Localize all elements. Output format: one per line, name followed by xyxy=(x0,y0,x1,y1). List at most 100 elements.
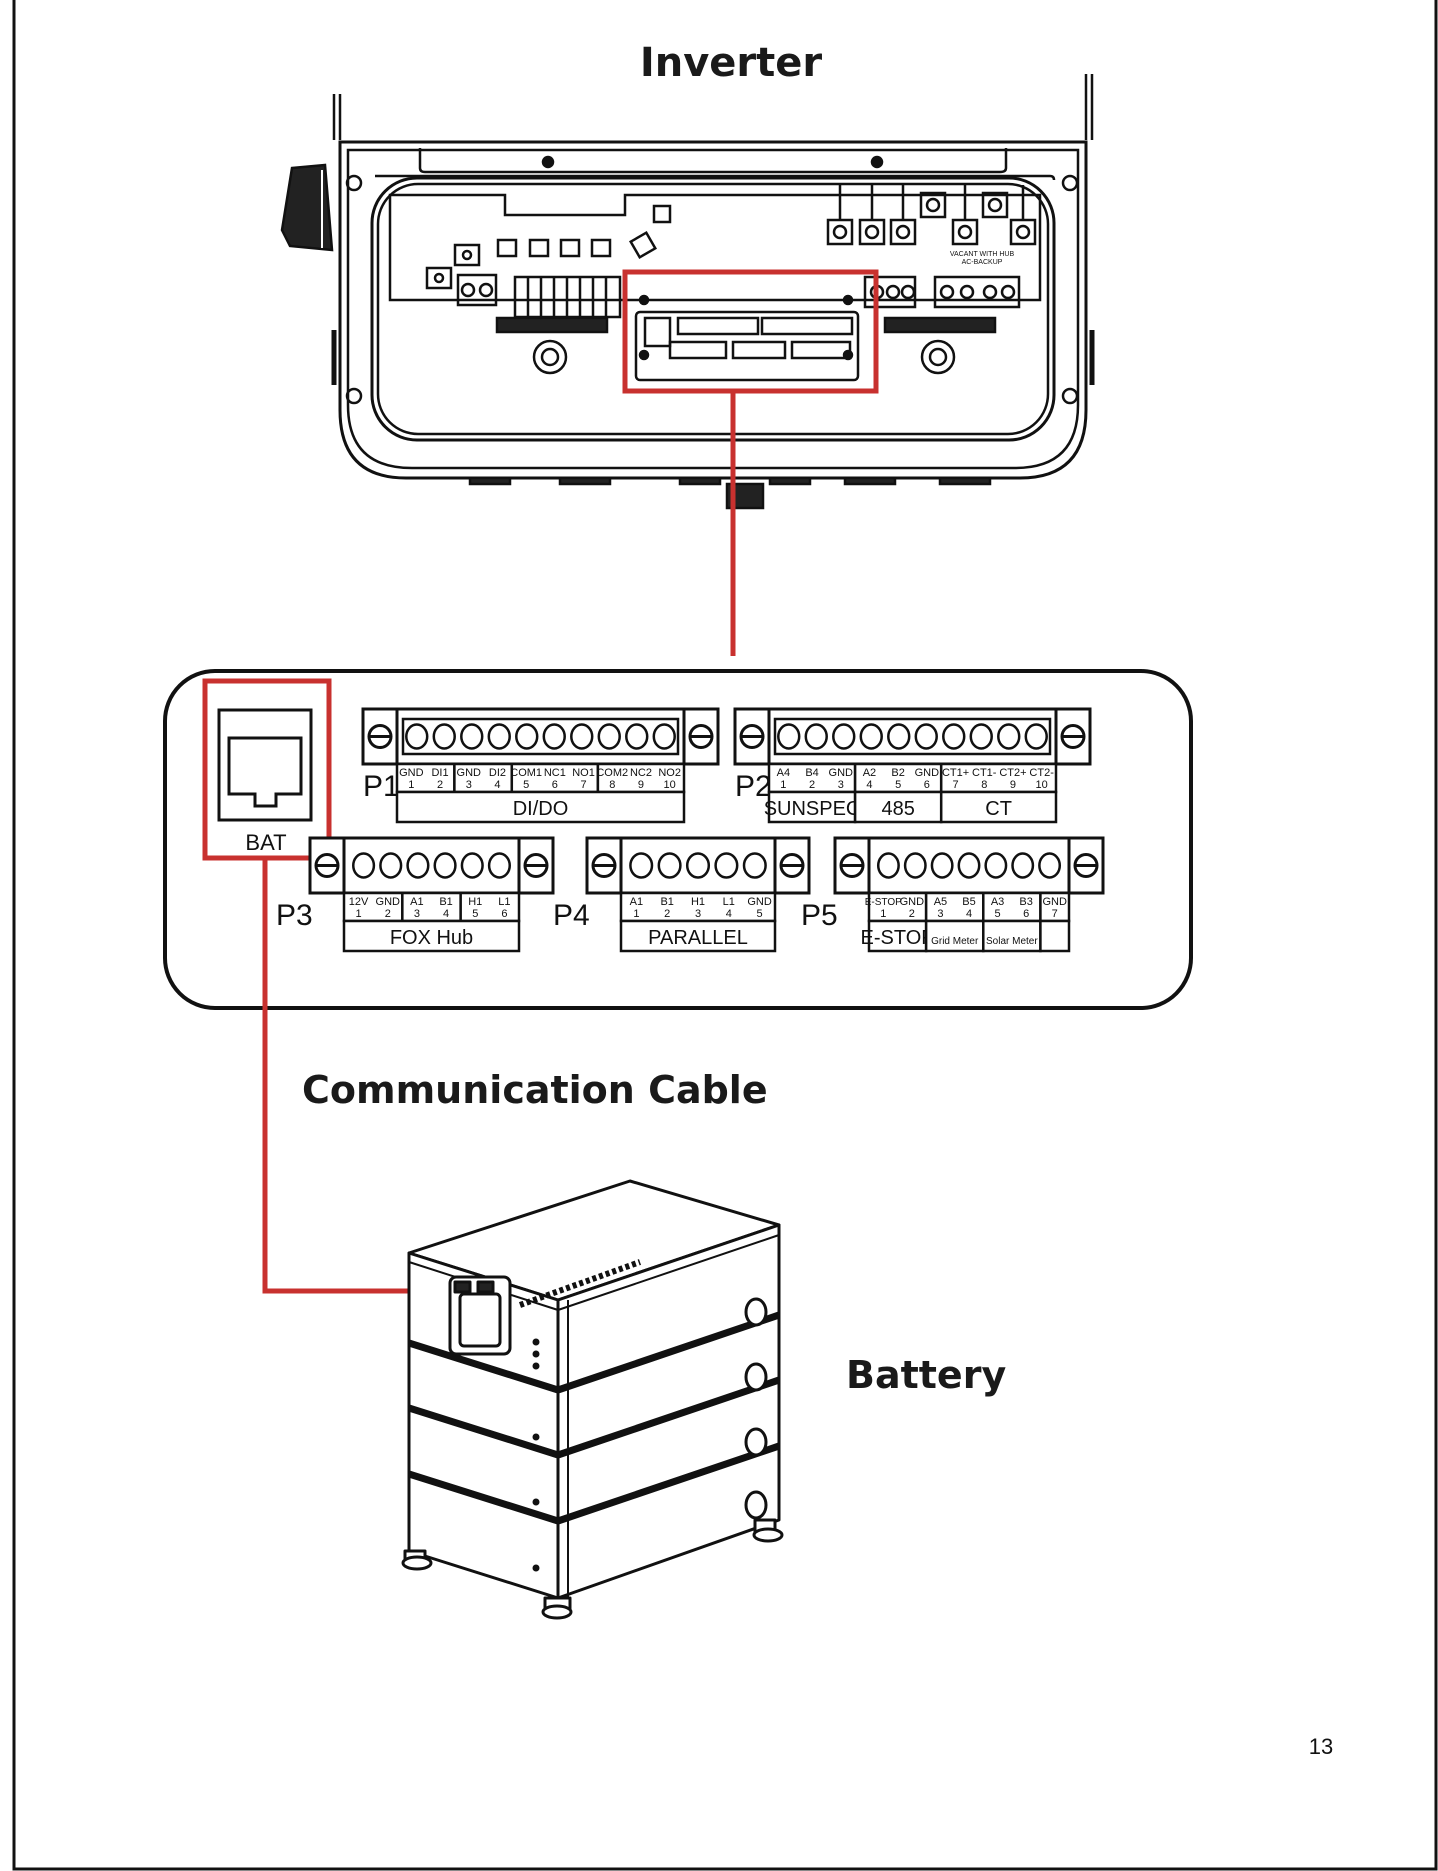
pin-name: GND xyxy=(457,767,482,779)
pin-name: CT1+ xyxy=(942,767,969,779)
terminal-pin[interactable] xyxy=(515,723,539,750)
pin-number: 6 xyxy=(924,779,930,791)
block-id-label: P3 xyxy=(276,899,313,932)
terminal-pin[interactable] xyxy=(859,723,883,750)
pin-name: B3 xyxy=(1019,896,1032,908)
cable-title: Communication Cable xyxy=(302,1068,768,1112)
terminal-pin[interactable] xyxy=(957,852,981,879)
group-label: DI/DO xyxy=(513,798,569,820)
pin-name: 12V xyxy=(349,896,369,908)
group-label: PARALLEL xyxy=(648,927,748,949)
pin-name: A5 xyxy=(934,896,947,908)
terminal-pin[interactable] xyxy=(570,723,594,750)
pin-name: L1 xyxy=(723,896,735,908)
inverter-illustration xyxy=(280,74,1095,510)
bat-port[interactable]: BAT xyxy=(217,708,313,855)
terminal-block-p2: P2SUNSPECA41B42GND3485A24B25GND6CTCT1+7C… xyxy=(733,707,1092,824)
pin-number: 6 xyxy=(1023,908,1029,920)
pin-number: 5 xyxy=(472,908,478,920)
terminal-pin[interactable] xyxy=(629,852,654,879)
pin-name: NC2 xyxy=(630,767,652,779)
pin-name: A1 xyxy=(410,896,423,908)
pin-name: GND xyxy=(915,767,940,779)
pin-number: 5 xyxy=(523,779,529,791)
terminal-pin[interactable] xyxy=(597,723,621,750)
terminal-pin[interactable] xyxy=(379,852,403,879)
terminal-pin[interactable] xyxy=(433,852,457,879)
terminal-pin[interactable] xyxy=(460,852,484,879)
terminal-pin[interactable] xyxy=(984,852,1008,879)
pin-number: 8 xyxy=(609,779,615,791)
terminal-pin[interactable] xyxy=(685,852,711,879)
block-id-label: P5 xyxy=(801,899,838,932)
terminal-pin[interactable] xyxy=(742,852,767,879)
terminal-pin[interactable] xyxy=(487,852,511,879)
pin-number: 4 xyxy=(866,779,872,791)
terminal-pin[interactable] xyxy=(969,723,993,750)
terminal-pin[interactable] xyxy=(432,723,456,750)
communication-cable xyxy=(262,858,471,1294)
pin-number: 10 xyxy=(664,779,676,791)
terminal-pin[interactable] xyxy=(1038,852,1062,879)
pin-number: 2 xyxy=(809,779,815,791)
terminal-pin[interactable] xyxy=(942,723,966,750)
pin-name: E-STOP xyxy=(865,897,902,908)
rj45-icon xyxy=(227,736,303,808)
pin-name: COM2 xyxy=(596,767,628,779)
pin-number: 3 xyxy=(838,779,844,791)
block-id-label: P1 xyxy=(363,770,400,803)
terminal-pin[interactable] xyxy=(903,852,927,879)
group-label: E-STOP xyxy=(861,927,935,949)
group-label: SUNSPEC xyxy=(764,798,861,820)
terminal-pin[interactable] xyxy=(997,723,1021,750)
terminal-pin[interactable] xyxy=(406,852,430,879)
terminal-pin[interactable] xyxy=(405,723,429,750)
terminal-pin[interactable] xyxy=(625,723,649,750)
terminal-pin[interactable] xyxy=(914,723,938,750)
terminal-block-p1: P1DI/DOGND1DI12GND3DI24COM15NC16NO17COM2… xyxy=(361,707,720,824)
battery-title: Battery xyxy=(846,1353,1006,1397)
group-label: Grid Meter xyxy=(931,936,979,947)
pin-name: CT1- xyxy=(972,767,997,779)
pin-number: 2 xyxy=(664,908,670,920)
terminal-pin[interactable] xyxy=(657,852,682,879)
pin-name: GND xyxy=(399,767,424,779)
terminal-pin[interactable] xyxy=(714,852,739,879)
terminal-pin[interactable] xyxy=(876,852,900,879)
pin-number: 5 xyxy=(895,779,901,791)
pin-name: DI1 xyxy=(431,767,448,779)
pin-number: 6 xyxy=(552,779,558,791)
terminal-pin[interactable] xyxy=(930,852,954,879)
page-number: 13 xyxy=(1309,1734,1333,1759)
pin-number: 1 xyxy=(780,779,786,791)
terminal-pin[interactable] xyxy=(1011,852,1035,879)
terminal-pin[interactable] xyxy=(887,723,911,750)
terminal-pin[interactable] xyxy=(832,723,856,750)
terminal-pin[interactable] xyxy=(487,723,511,750)
pin-number: 1 xyxy=(880,908,886,920)
group-label: Solar Meter xyxy=(986,936,1038,947)
pin-name: H1 xyxy=(468,896,482,908)
pin-name: NO2 xyxy=(658,767,681,779)
pin-number: 2 xyxy=(437,779,443,791)
terminal-pin[interactable] xyxy=(460,723,484,750)
group-label: CT xyxy=(985,798,1012,820)
terminal-pin[interactable] xyxy=(777,723,801,750)
pin-name: H1 xyxy=(691,896,705,908)
terminal-pin[interactable] xyxy=(352,852,376,879)
terminal-pin[interactable] xyxy=(804,723,828,750)
pin-number: 9 xyxy=(638,779,644,791)
pin-number: 4 xyxy=(966,908,972,920)
pin-name: B1 xyxy=(439,896,452,908)
pin-name: A1 xyxy=(630,896,643,908)
pin-number: 1 xyxy=(356,908,362,920)
pin-number: 3 xyxy=(414,908,420,920)
pin-name: GND xyxy=(747,896,772,908)
terminal-pin[interactable] xyxy=(1024,723,1048,750)
terminal-pin[interactable] xyxy=(542,723,566,750)
terminal-pin[interactable] xyxy=(652,723,676,750)
